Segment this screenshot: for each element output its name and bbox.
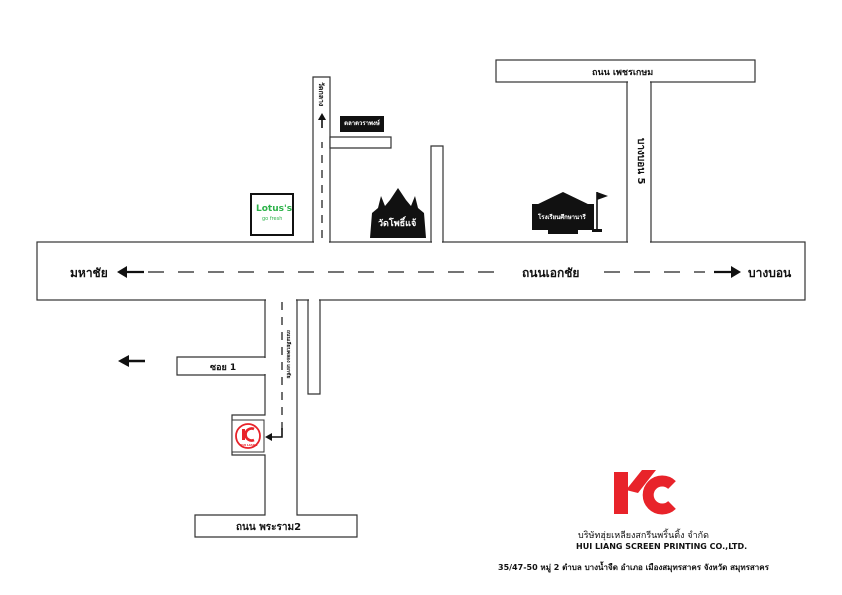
lane-temple <box>430 145 444 243</box>
company-name-en: HUI LIANG SCREEN PRINTING CO.,LTD. <box>576 542 748 551</box>
arrow-right-icon <box>714 266 741 278</box>
road-label-rama2: ถนน พระราม2 <box>236 522 302 533</box>
road-soi-1 <box>176 356 266 376</box>
dest-label-bangbon: บางบอน <box>748 266 792 280</box>
dest-label-mahachai: มหาชัย <box>70 266 108 280</box>
landmark-school: โรงเรียนศึกษานารี <box>538 214 586 221</box>
lotus-store-outline <box>250 193 294 236</box>
road-label-side-lane: ถนนเลียบคลอง เอกชัย <box>285 330 291 379</box>
arrow-turn-left-icon <box>265 428 283 441</box>
road-label-soi-1: ซอย 1 <box>210 363 237 373</box>
road-label-ekkachai: ถนนเอกชัย <box>522 266 580 280</box>
road-phetkasem <box>495 59 756 83</box>
company-marker-logo-icon <box>235 423 261 449</box>
landmark-lotus-sub: go fresh <box>262 216 283 222</box>
arrow-left-soi-icon <box>118 355 145 367</box>
landmark-market: ตลาดวราพงษ์ <box>340 116 384 132</box>
company-address: 35/47-50 หมู่ 2 ตำบล บางน้ำจืด อำเภอ เมื… <box>498 563 769 572</box>
temple-icon <box>370 188 426 238</box>
school-icon <box>532 192 608 234</box>
arrow-left-icon <box>117 266 144 278</box>
company-marker-label: HUI LIANG <box>240 443 258 447</box>
lane-right-narrow <box>307 299 321 395</box>
road-label-phetkasem: ถนน เพชรเกษม <box>592 68 654 78</box>
road-label-bangbon5: บางบอน 5 <box>635 138 646 185</box>
road-rama2-lane <box>194 299 358 538</box>
company-logo-icon <box>614 470 676 515</box>
landmark-temple: วัดโพธิ์แจ้ <box>378 219 417 229</box>
arrow-up-icon <box>318 113 326 128</box>
road-label-wat-klang: วัดกลาง <box>317 82 325 107</box>
side-street-market <box>329 136 392 149</box>
landmark-lotus-brand: Lotus's <box>256 204 293 214</box>
road-ekkachai <box>36 241 806 301</box>
company-name-th: บริษัทฮุ่ยเหลียงสกรีนพริ้นติ้ง จำกัด <box>578 531 709 541</box>
